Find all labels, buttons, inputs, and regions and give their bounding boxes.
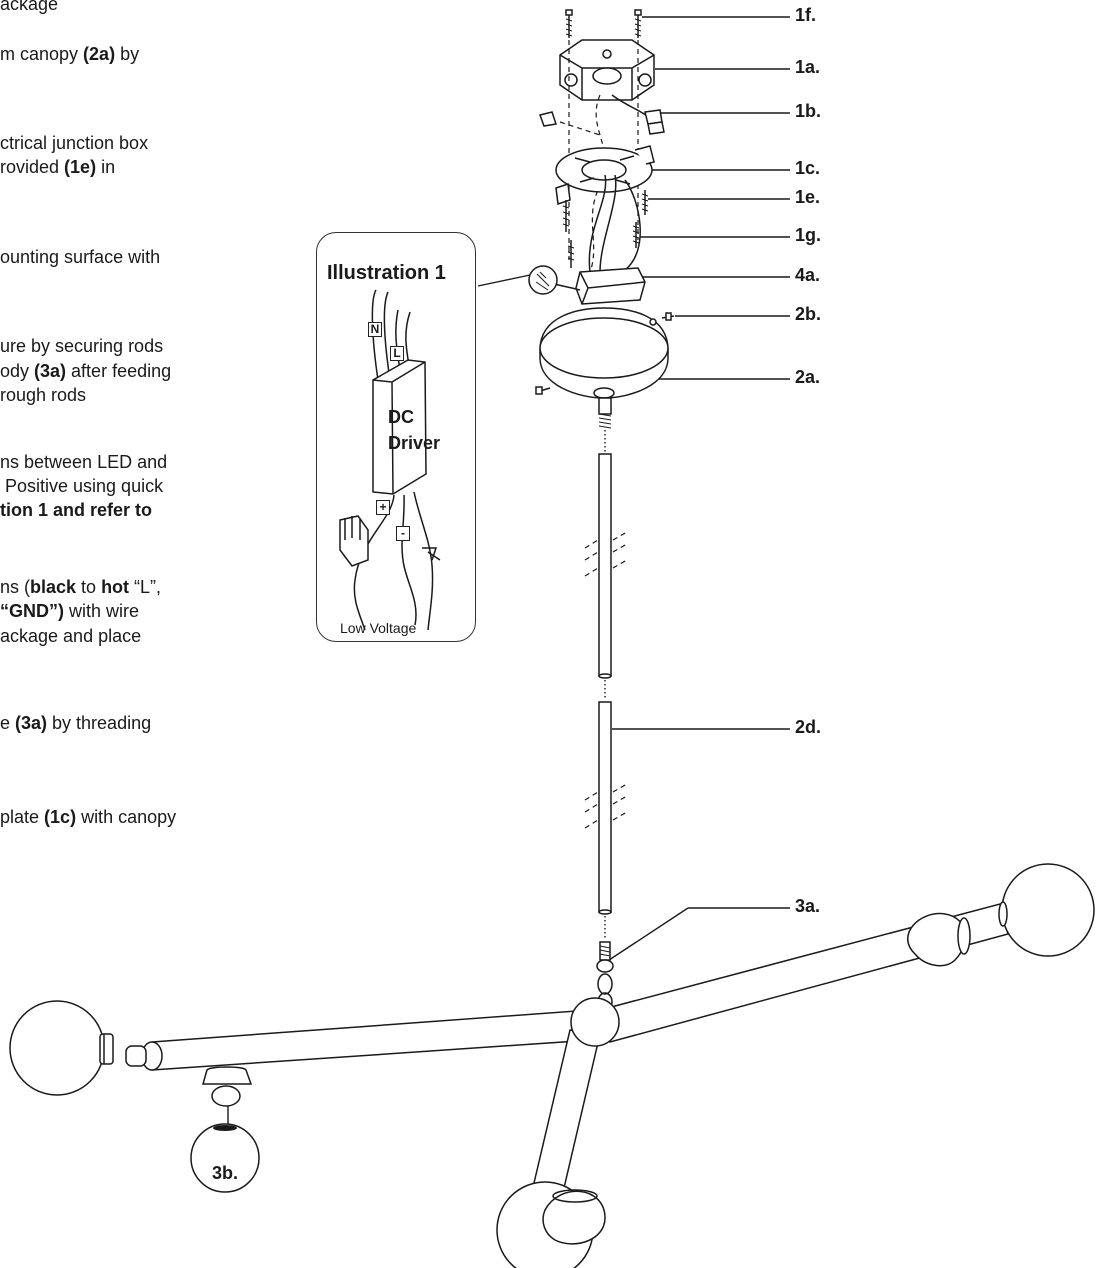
- instruction-line: ns (black to hot “L”,: [0, 576, 161, 599]
- instruction-segment: ns between LED and: [0, 452, 168, 472]
- instruction-segment: tion 1 and refer to: [0, 500, 153, 520]
- negative-tag: -: [396, 526, 410, 541]
- instruction-segment: m canopy: [0, 44, 84, 64]
- supply-wires: [588, 174, 641, 273]
- instruction-line: ackage: [0, 0, 58, 16]
- instruction-segment: ody: [0, 361, 35, 381]
- callout-2b: 2b.: [795, 304, 822, 324]
- callout-1f: 1f.: [795, 5, 817, 25]
- instruction-segment: hot: [101, 577, 130, 597]
- dc-driver-4a: [528, 265, 646, 305]
- instruction-segment: after feeding: [66, 361, 172, 381]
- instruction-segment: by: [115, 44, 140, 64]
- illustration-title: Illustration 1: [327, 262, 446, 284]
- callout-2d: 2d.: [795, 717, 822, 737]
- instruction-line: ctrical junction box: [0, 132, 148, 155]
- alignment-lines: [559, 40, 639, 273]
- instruction-segment: in: [96, 157, 116, 177]
- positive-tag: +: [376, 500, 390, 515]
- globe-shades: [9, 863, 1095, 1268]
- live-tag: L: [390, 346, 404, 361]
- instruction-line: ure by securing rods: [0, 335, 163, 358]
- instruction-segment: (3a): [15, 713, 48, 733]
- screws-1e-1g: [562, 190, 649, 268]
- callout-3b: 3b.: [212, 1163, 239, 1183]
- instruction-line: ody (3a) after feeding: [0, 360, 171, 383]
- driver-label-line-2: Driver: [388, 433, 441, 453]
- instruction-line: rovided (1e) in: [0, 156, 115, 179]
- instruction-segment: rovided: [0, 157, 65, 177]
- instruction-line: e (3a) by threading: [0, 712, 151, 735]
- callout-4a: 4a.: [795, 265, 821, 285]
- leader-lines: [227, 16, 790, 1160]
- instruction-segment: Positive using quick: [0, 476, 164, 496]
- neutral-tag: N: [368, 322, 382, 337]
- callout-1a: 1a.: [795, 57, 821, 77]
- junction-box-1a: [559, 39, 655, 101]
- fixture-arms: [125, 903, 1009, 1206]
- instruction-line: ackage and place: [0, 625, 141, 648]
- instruction-line: plate (1c) with canopy: [0, 806, 176, 829]
- instruction-segment: (1c): [44, 807, 77, 827]
- fixture-body-3a: [596, 941, 614, 1012]
- instruction-line: m canopy (2a) by: [0, 43, 139, 66]
- callout-1c: 1c.: [795, 158, 821, 178]
- driver-label-line-1: DC: [388, 407, 414, 427]
- instruction-segment: by threading: [47, 713, 152, 733]
- instruction-segment: “L”,: [129, 577, 162, 597]
- callout-3a: 3a.: [795, 896, 821, 916]
- screw-1f: [565, 9, 642, 38]
- instruction-segment: with canopy: [76, 807, 177, 827]
- instruction-line: rough rods: [0, 384, 86, 407]
- callout-1b: 1b.: [795, 101, 822, 121]
- instruction-segment: (3a): [34, 361, 67, 381]
- instruction-line: tion 1 and refer to: [0, 499, 152, 522]
- low-voltage-label: Low Voltage: [340, 620, 417, 636]
- instruction-line: ns between LED and: [0, 451, 167, 474]
- canopy-2a: [535, 307, 675, 399]
- instruction-segment: ackage: [0, 0, 59, 14]
- driver-label: DC Driver: [388, 404, 440, 456]
- instruction-segment: to: [76, 577, 102, 597]
- instruction-segment: black: [30, 577, 77, 597]
- instruction-line: “GND”) with wire: [0, 600, 139, 623]
- instruction-segment: rough rods: [0, 385, 87, 405]
- instruction-segment: ctrical junction box: [0, 133, 149, 153]
- instruction-line: Positive using quick: [0, 475, 163, 498]
- instruction-segment: e: [0, 713, 16, 733]
- instruction-segment: ounting surface with: [0, 247, 161, 267]
- instruction-segment: plate: [0, 807, 45, 827]
- rod-upper: [584, 453, 628, 700]
- instruction-segment: ackage and place: [0, 626, 142, 646]
- stem-connector: [598, 397, 612, 452]
- instruction-segment: “GND”): [0, 601, 64, 621]
- instruction-segment: with wire: [64, 601, 140, 621]
- callout-2a: 2a.: [795, 367, 821, 387]
- instruction-segment: (1e): [64, 157, 97, 177]
- callout-1g: 1g.: [795, 225, 822, 245]
- rod-lower: [584, 701, 628, 940]
- callout-1e: 1e.: [795, 187, 821, 207]
- wire-nuts-1b: [539, 94, 665, 135]
- instruction-segment: ns (: [0, 577, 31, 597]
- instruction-segment: ure by securing rods: [0, 336, 164, 356]
- illustration-1-wiring: [339, 289, 441, 631]
- instruction-segment: (2a): [83, 44, 116, 64]
- instruction-line: ounting surface with: [0, 246, 160, 269]
